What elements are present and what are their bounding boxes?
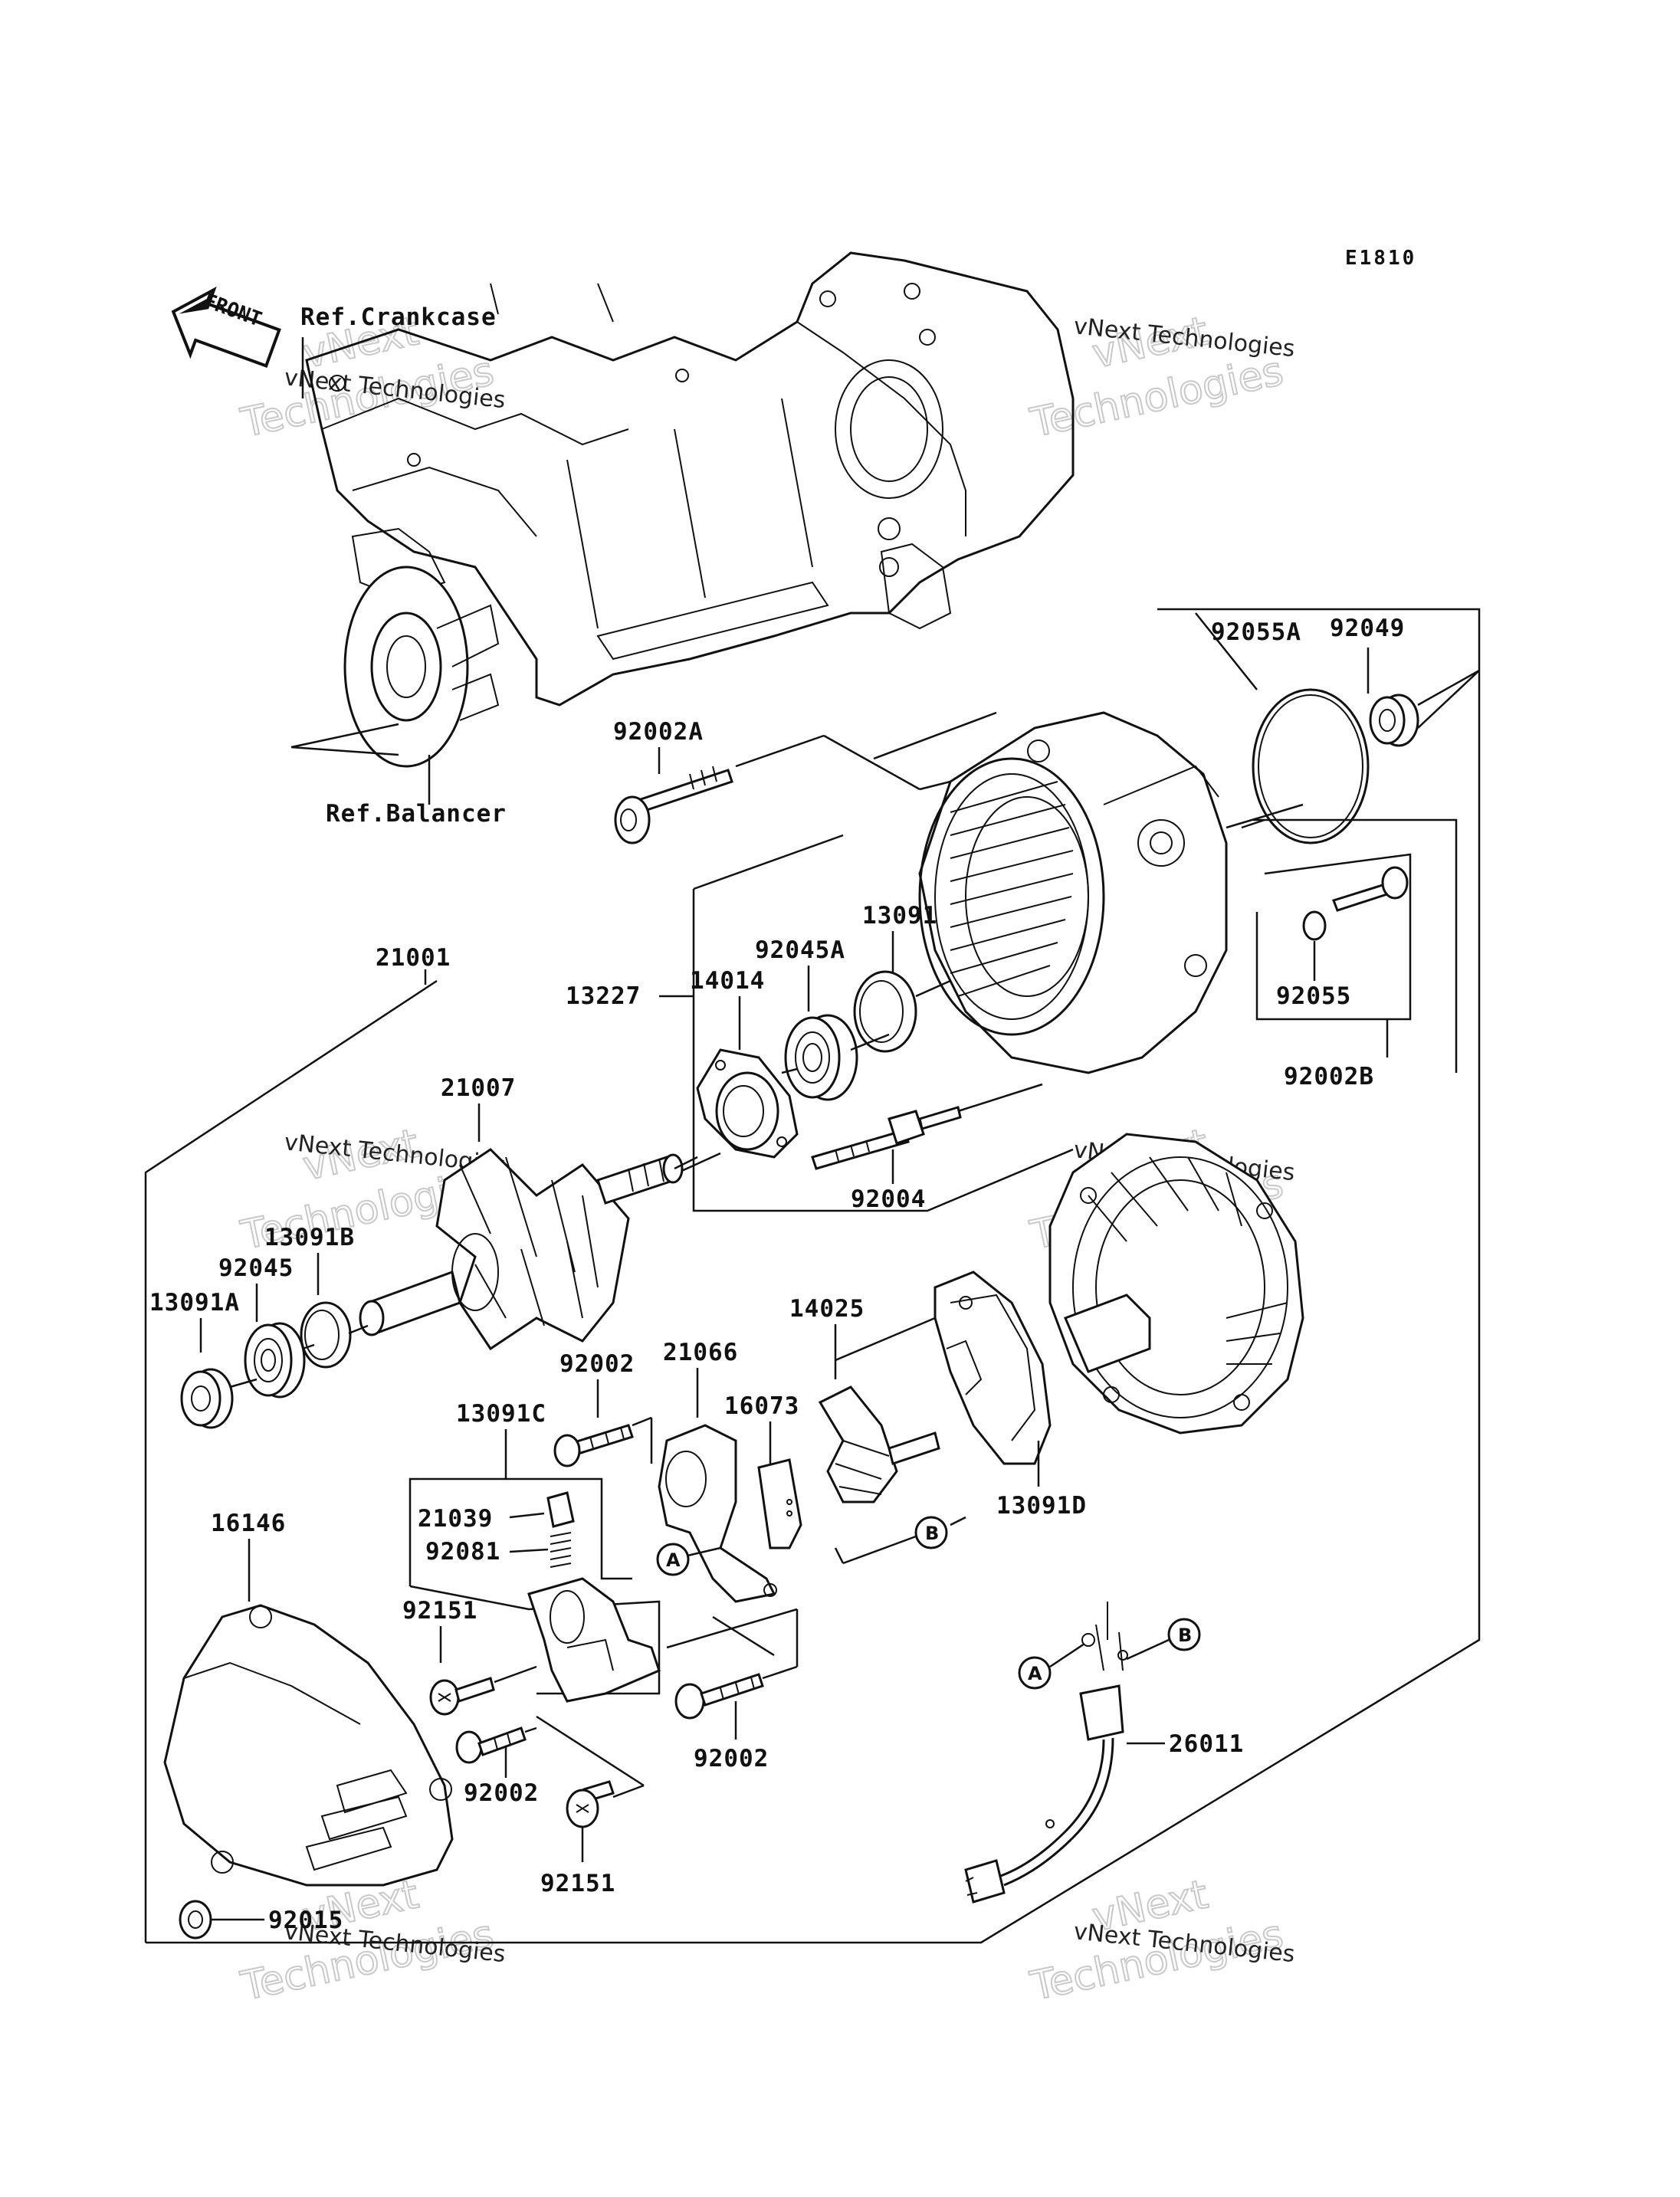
label-92002A: 92002A (613, 718, 704, 746)
callout-B-lower: B (1167, 1618, 1201, 1651)
leader-92055A (1195, 612, 1258, 690)
label-21066: 21066 (663, 1339, 738, 1366)
label-13091C: 13091C (456, 1400, 546, 1428)
label-16073: 16073 (724, 1392, 799, 1420)
label-92081: 92081 (425, 1538, 500, 1566)
svg-text:B: B (1178, 1625, 1192, 1646)
label-26011: 26011 (1169, 1730, 1244, 1758)
label-92151-lower: 92151 (540, 1870, 615, 1897)
watermark-bottom-left: vNext Technologies vNext Technologies (236, 1871, 507, 2010)
label-14025: 14025 (789, 1295, 865, 1323)
label-13091A: 13091A (149, 1289, 240, 1317)
watermark-top-right: vNext Technologies vNext Technologies (1025, 307, 1296, 447)
brush-holder-cover-13091D (934, 1271, 1052, 1465)
ring-13091B (300, 1301, 352, 1369)
oring-92055 (1302, 910, 1327, 941)
label-16146: 16146 (211, 1510, 286, 1537)
svg-text:B: B (925, 1523, 939, 1544)
svg-text:A: A (1028, 1663, 1042, 1684)
label-92002-upper: 92002 (559, 1350, 635, 1378)
group-frame-13091C (409, 1477, 632, 1586)
watermark-bottom-right: vNext Technologies vNext Technologies (1025, 1871, 1296, 2010)
label-13091: 13091 (862, 902, 937, 930)
spring-92081-icon (550, 1532, 572, 1568)
label-92015: 92015 (268, 1907, 343, 1934)
rotor-21007 (359, 1148, 684, 1351)
group-frame-92055 (1253, 818, 1458, 1073)
screw-92151-upper (429, 1677, 495, 1716)
ref-crankcase-label: Ref.Crankcase (300, 303, 497, 331)
bearing-92049 (1369, 694, 1419, 747)
bolt-92002A (614, 766, 733, 844)
alternator-housing (918, 711, 1228, 1074)
crankcase-drawing (305, 251, 1075, 707)
diagram-code: E1810 (1345, 247, 1416, 270)
brush-holder-21066 (658, 1424, 777, 1603)
label-92004: 92004 (851, 1185, 926, 1213)
label-92045A: 92045A (755, 936, 845, 964)
wire-harness-26011 (964, 1602, 1128, 1904)
callout-B-upper: B (914, 1516, 948, 1549)
screw-92151-lower (566, 1780, 615, 1828)
bolt-92002-upper (553, 1424, 634, 1467)
label-13227: 13227 (566, 982, 641, 1010)
label-21007: 21007 (441, 1074, 516, 1102)
brush-21039 (546, 1491, 575, 1528)
label-21001: 21001 (376, 944, 451, 972)
seal-plate-14014 (696, 1048, 799, 1159)
nut-92015 (179, 1900, 212, 1940)
label-92002-lower: 92002 (464, 1779, 539, 1807)
bearing-92045A (784, 1014, 858, 1101)
oring-92055A (1252, 688, 1370, 844)
label-92055: 92055 (1276, 982, 1351, 1010)
regulator-14025 (818, 1385, 940, 1503)
label-21039: 21039 (418, 1505, 493, 1533)
bolt-92002-midright (674, 1673, 764, 1720)
leader-balancer-3 (290, 746, 399, 756)
end-cover (1048, 1133, 1304, 1435)
label-92002-midright: 92002 (694, 1745, 769, 1772)
group-frame-21001-left (144, 979, 438, 1943)
label-92045: 92045 (218, 1254, 294, 1282)
bolt-92002B (1332, 866, 1409, 912)
svg-text:A: A (666, 1549, 681, 1571)
group-frame-92002B (1255, 853, 1412, 1021)
label-92151-upper: 92151 (402, 1597, 477, 1625)
front-arrow-icon (171, 286, 281, 368)
nut-13091A (180, 1368, 234, 1429)
callout-A-upper: A (656, 1543, 690, 1576)
label-92049: 92049 (1330, 615, 1405, 642)
ring-13091 (853, 970, 917, 1053)
callout-A-lower: A (1018, 1656, 1052, 1690)
label-92002B: 92002B (1284, 1063, 1374, 1090)
brush-16073 (757, 1458, 802, 1549)
label-92055A: 92055A (1211, 618, 1301, 646)
label-13091B: 13091B (264, 1224, 355, 1251)
bearing-92045 (244, 1322, 306, 1399)
bolt-92002-midleft (455, 1726, 527, 1764)
label-13091D: 13091D (996, 1492, 1087, 1520)
group-frame-13091C-lower (409, 1585, 661, 1695)
balancer-drawing (343, 566, 500, 768)
brush-holder-13091C (527, 1577, 661, 1703)
group-frame-13227 (692, 996, 1074, 1212)
alternator-cover-16146 (163, 1604, 454, 1887)
leader-balancer-2 (290, 723, 399, 749)
ref-balancer-label: Ref.Balancer (326, 800, 507, 828)
label-14014: 14014 (690, 967, 765, 995)
group-frame-21001-right (146, 608, 1481, 1944)
stud-92004 (811, 1106, 962, 1170)
